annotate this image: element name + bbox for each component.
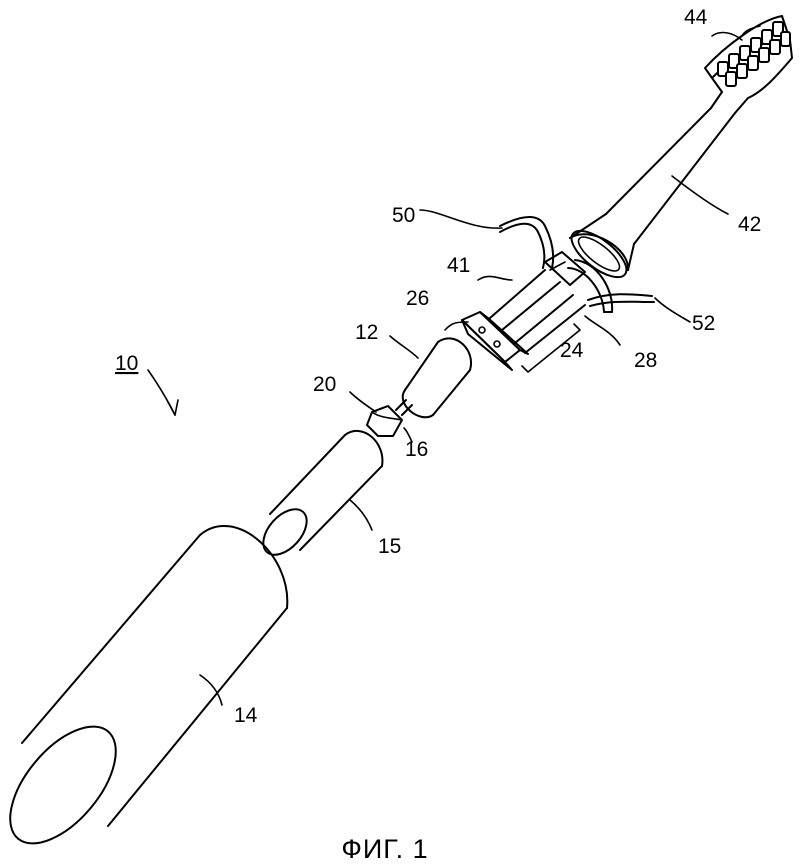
cap-20 [366,405,403,437]
bristles [717,21,791,87]
label-44: 44 [684,6,708,29]
label-42: 42 [738,213,761,236]
shaft-42 [605,91,749,245]
label-20: 20 [313,373,336,396]
drive-assembly-24-26 [461,251,586,373]
brush-head-44 [704,15,793,99]
leader-lines [147,25,761,706]
label-41: 41 [447,254,470,277]
neck-base [569,213,635,279]
label-50: 50 [392,204,415,227]
battery-15 [262,429,384,556]
label-12: 12 [355,321,378,344]
motor-12 [395,337,473,419]
housing-14 [9,524,289,845]
tube-52 [587,293,655,307]
label-28: 28 [634,349,657,372]
label-15: 15 [378,535,401,558]
label-52: 52 [692,312,715,335]
tube-50 [499,216,555,269]
label-26: 26 [406,287,429,310]
grip-ring-28 [567,259,614,313]
label-24: 24 [560,339,584,362]
label-16: 16 [405,438,428,461]
label-14: 14 [234,704,258,727]
figure-caption: ФИГ. 1 [341,834,428,864]
label-10: 10 [115,352,138,375]
